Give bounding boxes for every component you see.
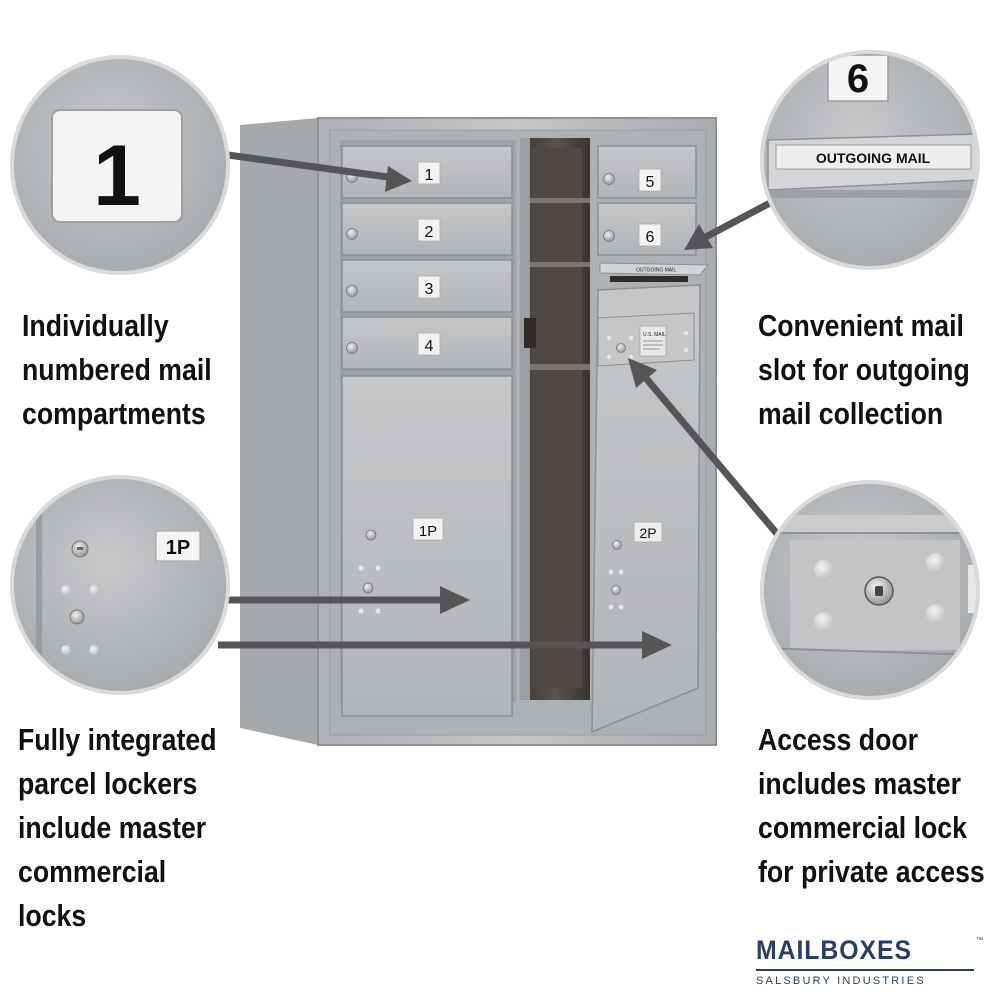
- caption-line: for private access: [758, 854, 985, 889]
- caption-access-door: Access door includes master commercial l…: [758, 718, 985, 894]
- arrow-head-icon: [385, 166, 412, 192]
- brand-divider: [756, 969, 974, 971]
- zoom-callout-number: 1: [10, 55, 230, 275]
- zoom-callout-access-door: [760, 480, 980, 700]
- zoom-outgoing-number: 6: [847, 57, 869, 101]
- parcel-locker-label: 1P: [419, 523, 437, 540]
- lock-icon: [612, 540, 622, 550]
- lock-icon: [346, 342, 358, 354]
- compartment-number-label: 4: [425, 338, 434, 355]
- caption-line: commercial lock: [758, 810, 967, 845]
- caption-line: include master: [18, 810, 207, 845]
- arrow-head-icon: [440, 586, 470, 614]
- compartment-number-label: 2: [425, 224, 434, 241]
- caption-line: slot for outgoing: [758, 352, 970, 387]
- arrow-head-icon: [684, 224, 713, 250]
- outgoing-slot-label: OUTGOING MAIL: [636, 268, 677, 274]
- arrow-icon: [642, 374, 781, 538]
- zoom-parcel-label: 1P: [166, 537, 190, 559]
- lock-icon: [346, 285, 358, 297]
- trademark-mark: ™: [976, 937, 983, 944]
- caption-line: Convenient mail: [758, 308, 964, 343]
- brand-subtitle: SALSBURY INDUSTRIES: [756, 975, 926, 987]
- lock-icon: [346, 228, 358, 240]
- zoom-outgoing-label: OUTGOING MAIL: [816, 150, 931, 166]
- unit-interior: [520, 138, 590, 700]
- zoom-callout-outgoing: 6 OUTGOING MAIL: [760, 50, 980, 270]
- caption-line: commercial: [18, 854, 167, 889]
- caption-line: compartments: [22, 396, 206, 431]
- compartment-number-label: 3: [425, 281, 434, 298]
- caption-line: mail collection: [758, 396, 944, 431]
- caption-line: Access door: [758, 722, 919, 757]
- caption-line: parcel lockers: [18, 766, 198, 801]
- arrow-head-icon: [628, 358, 657, 388]
- caption-line: Fully integrated: [18, 722, 217, 757]
- arrow-head-icon: [642, 631, 672, 659]
- parcel-locker-door-1p[interactable]: [341, 375, 513, 717]
- brand-name: MAILBOXES: [756, 935, 912, 965]
- caption-line: numbered mail: [22, 352, 212, 387]
- compartment-number-label: 1: [425, 167, 434, 184]
- callout-arrows: [218, 151, 781, 659]
- outgoing-mail-slot[interactable]: OUTGOING MAIL: [599, 262, 710, 282]
- lock-icon: [362, 582, 374, 594]
- caption-numbered-compartments: Individually numbered mail compartments: [22, 304, 212, 436]
- usps-label-text: U.S. MAIL: [643, 332, 666, 338]
- brand-logo: MAILBOXES ™ SALSBURY INDUSTRIES: [756, 935, 986, 991]
- lock-icon: [603, 173, 615, 185]
- zoom-number-label: 1: [93, 128, 141, 224]
- lock-icon: [603, 230, 615, 242]
- caption-parcel-lockers: Fully integrated parcel lockers include …: [18, 718, 216, 938]
- caption-line: Individually: [22, 308, 169, 343]
- caption-line: includes master: [758, 766, 962, 801]
- parcel-locker-label: 2P: [639, 525, 656, 541]
- lock-icon: [365, 529, 377, 541]
- compartment-number-label: 6: [646, 229, 655, 246]
- compartment-number-label: 5: [646, 174, 655, 191]
- master-access-door[interactable]: [591, 284, 701, 734]
- master-lock-icon: [616, 343, 626, 353]
- arrow-icon: [698, 199, 772, 244]
- caption-line: locks: [18, 898, 87, 933]
- compartment-number-labels: 1 2 3 4 5 6 1P 2P: [412, 161, 663, 543]
- caption-outgoing-slot: Convenient mail slot for outgoing mail c…: [758, 304, 970, 436]
- lock-icon: [611, 585, 621, 595]
- unit-side-panel: [240, 118, 318, 745]
- zoom-callout-parcel: 1P: [10, 475, 230, 695]
- arrow-icon: [227, 151, 396, 182]
- lock-icon: [69, 609, 85, 625]
